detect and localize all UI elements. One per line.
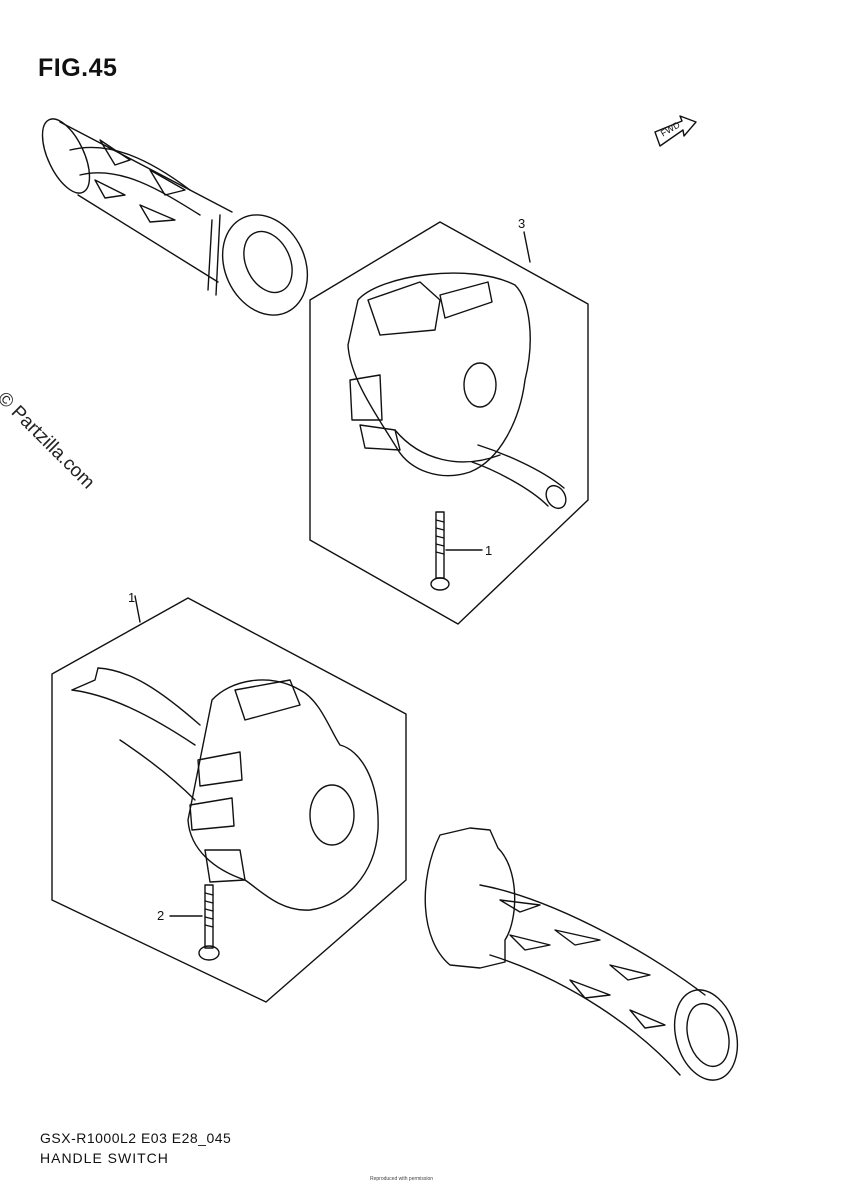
screw-lower-drawing <box>169 884 220 961</box>
callout-3: 3 <box>518 216 526 231</box>
right-switch-drawing <box>347 272 567 510</box>
left-switch-drawing <box>71 667 379 911</box>
callout-1-upper: 1 <box>485 543 493 558</box>
fine-print: Reproduced with permission <box>370 1176 434 1182</box>
part-1-outline <box>51 597 407 1003</box>
part-3-outline <box>309 221 589 625</box>
forward-arrow-icon <box>654 115 697 147</box>
callout-1-lower: 1 <box>128 590 136 605</box>
figure-name: HANDLE SWITCH <box>40 1150 169 1166</box>
figure-title: FIG.45 <box>38 54 118 82</box>
callout-2: 2 <box>157 908 165 923</box>
left-grip-drawing <box>41 118 309 316</box>
screw-upper-drawing <box>430 511 483 591</box>
figure-code: GSX-R1000L2 E03 E28_045 <box>40 1130 232 1146</box>
right-grip-drawing <box>424 827 739 1081</box>
